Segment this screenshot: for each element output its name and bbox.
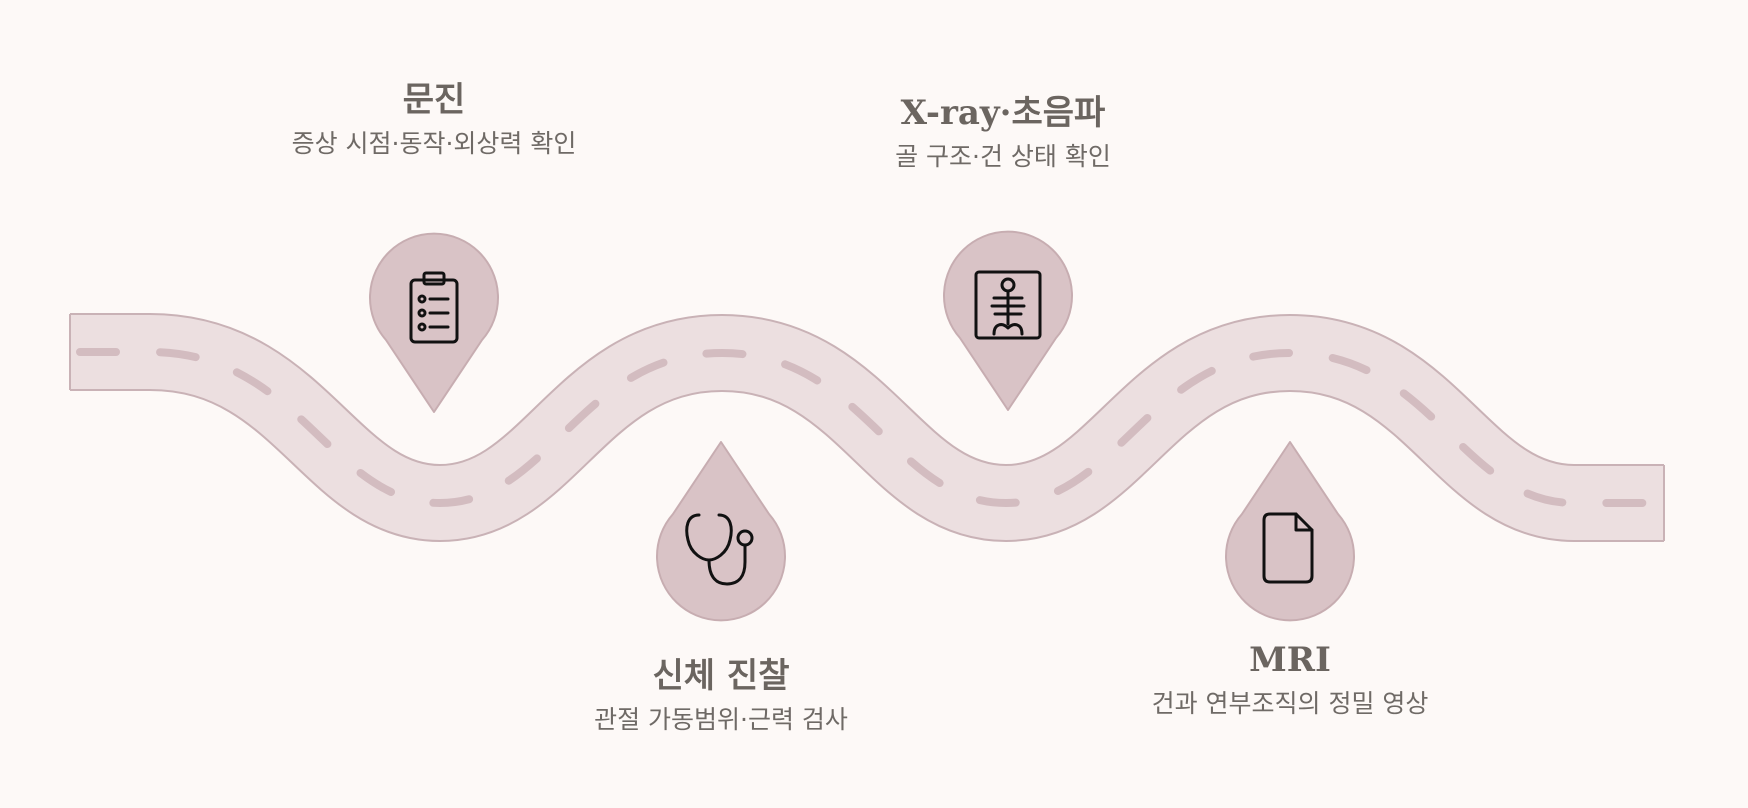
step-3-description: 골 구조·건 상태 확인: [895, 142, 1111, 171]
step-2-description: 관절 가동범위·근력 검사: [594, 705, 848, 734]
step-1-text: 문진 증상 시점·동작·외상력 확인: [284, 80, 584, 162]
step-1-description: 증상 시점·동작·외상력 확인: [291, 129, 577, 158]
step-2-title: 신체 진찰: [652, 656, 790, 696]
road-end-cap: [1664, 450, 1748, 560]
step-4-text: MRI 건과 연부조직의 정밀 영상: [1140, 640, 1440, 722]
clipboard-icon: [409, 271, 459, 344]
pin-shape: [369, 232, 499, 413]
pin-shape: [1225, 441, 1355, 622]
marker-step-4: [1225, 441, 1355, 622]
step-1-title: 문진: [402, 80, 466, 120]
step-3-title: X-ray·초음파: [900, 93, 1106, 133]
marker-step-2: [656, 441, 786, 622]
step-4-description: 건과 연부조직의 정밀 영상: [1151, 689, 1429, 718]
stethoscope-icon: [685, 513, 754, 586]
road-start-cap: [0, 300, 70, 410]
road-center-dashes: [66, 348, 1668, 508]
step-4-title: MRI: [1249, 640, 1331, 680]
marker-step-1: [369, 232, 499, 413]
document-icon: [1262, 512, 1314, 584]
step-3-text: X-ray·초음파 골 구조·건 상태 확인: [828, 93, 1178, 175]
marker-step-3: [943, 230, 1073, 411]
pin-shape: [656, 441, 786, 622]
step-2-text: 신체 진찰 관절 가동범위·근력 검사: [556, 656, 886, 738]
xray-icon: [974, 270, 1042, 340]
